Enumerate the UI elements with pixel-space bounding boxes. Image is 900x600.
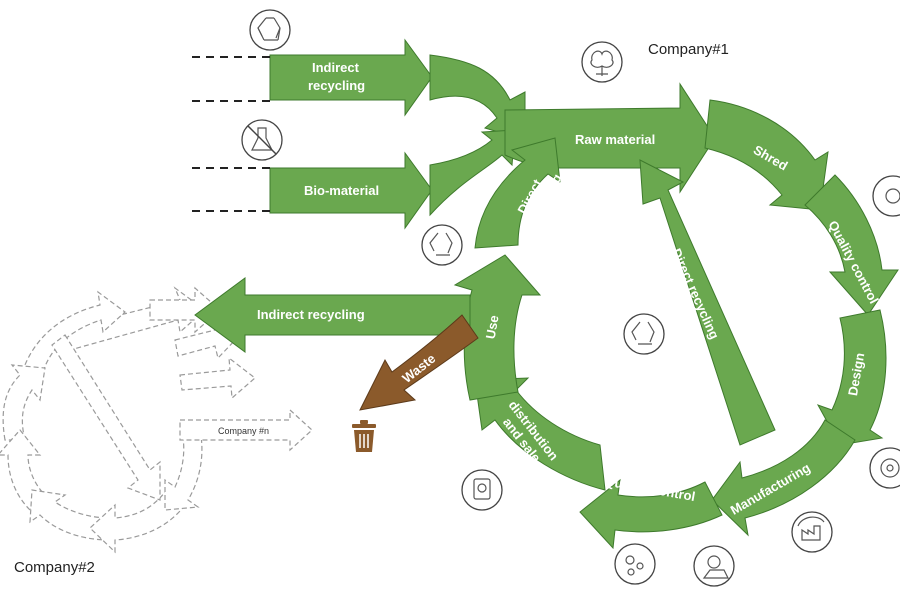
microscope-icon	[614, 543, 656, 585]
bio-material-label: Bio-material	[304, 183, 379, 198]
recycle-icon	[249, 9, 291, 51]
indirect-recycling-input-label-1: Indirect	[312, 60, 360, 75]
recycle-icon	[623, 313, 665, 355]
gear-icon	[869, 447, 900, 489]
green-arrows	[194, 38, 899, 550]
trash-can-icon	[352, 420, 376, 452]
gem-ring-icon	[693, 545, 735, 587]
use-label: Use	[483, 314, 502, 340]
certificate-icon	[461, 469, 503, 511]
design-arrow	[816, 309, 887, 446]
direct-recycling-diagonal-arrow	[639, 159, 776, 446]
indirect-recycling-out-label: Indirect recycling	[257, 307, 365, 322]
bio-merge-arrow	[429, 129, 516, 217]
indirect-recycling-input-label-2: recycling	[308, 78, 365, 93]
direct-recycling-inner-arrow	[474, 137, 561, 249]
company-n-label: Company #n	[218, 426, 269, 436]
recycle-icon	[421, 224, 463, 266]
shred-arrow	[704, 99, 829, 211]
bio-material-input-arrow	[269, 151, 433, 230]
use-arrow	[453, 254, 542, 401]
factory-cycle-icon	[791, 511, 833, 553]
company2-ghost-cycle	[0, 286, 313, 554]
indirect-recycling-out-arrow	[194, 277, 471, 353]
indirect-recycling-input-arrow	[269, 38, 433, 117]
design-label: Design	[845, 352, 867, 397]
fabric-roll-icon	[872, 175, 900, 217]
raw-material-label: Raw material	[575, 132, 655, 147]
no-chemicals-icon	[241, 119, 283, 161]
cotton-plant-icon	[581, 41, 623, 83]
waste-arrow	[359, 314, 479, 411]
quality-control-bottom-arrow	[579, 478, 723, 550]
company1-label: Company#1	[648, 41, 729, 58]
company2-label: Company#2	[14, 559, 95, 576]
